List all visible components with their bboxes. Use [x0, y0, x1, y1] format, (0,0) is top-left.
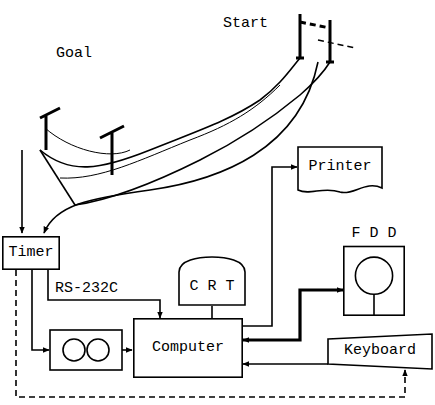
node-text: Printer: [308, 159, 371, 176]
connector: [48, 270, 160, 318]
start-post: [318, 40, 355, 48]
sensor-wire: [44, 62, 318, 233]
keyboard-box-outline: [328, 334, 432, 369]
slope-edge: [60, 85, 280, 178]
gate-label: Goal: [55, 46, 93, 63]
tape-recorder: [50, 330, 122, 370]
printer-box: Printer: [297, 146, 383, 198]
start-post: [296, 14, 304, 58]
goal-post: [100, 126, 124, 175]
connector: [243, 363, 328, 365]
printer-box-outline: [298, 147, 382, 193]
node-text: Computer: [152, 340, 224, 357]
crt-display-outline: [179, 257, 245, 305]
edge-label: RS-232C: [54, 281, 119, 298]
tape-reel: [87, 339, 109, 361]
start-beam: [300, 22, 330, 28]
fdd-drive-outline: [355, 257, 392, 294]
node-text: Timer: [8, 245, 53, 262]
computer-box-outline: [134, 319, 242, 377]
gate-label: Start: [222, 16, 269, 33]
slope-edge: [75, 62, 330, 205]
fdd-drive-outline: [373, 294, 375, 315]
fdd-drive-outline: [344, 247, 404, 316]
connector: [243, 290, 343, 340]
node-text: Keyboard: [344, 343, 416, 360]
node-text: F D D: [351, 226, 396, 243]
connector: [243, 167, 297, 326]
crt-display: C R T: [178, 256, 246, 306]
tape-wire: [32, 270, 49, 350]
goal-post: [40, 108, 60, 150]
start-post: [326, 20, 334, 62]
node-text: C R T: [189, 279, 234, 296]
fdd-drive: F D D: [343, 226, 405, 316]
computer-box: Computer: [133, 318, 243, 378]
sensor-wire: [21, 150, 23, 233]
timer-box: Timer: [2, 236, 60, 270]
timer-box-outline: [3, 237, 59, 269]
connector: [211, 306, 213, 318]
tape-wire: [122, 349, 132, 351]
tape-reel: [63, 339, 85, 361]
keyboard-box: Keyboard: [327, 333, 433, 370]
slope-edge: [40, 150, 75, 205]
connector: [16, 270, 405, 397]
slope-edge: [45, 128, 130, 154]
